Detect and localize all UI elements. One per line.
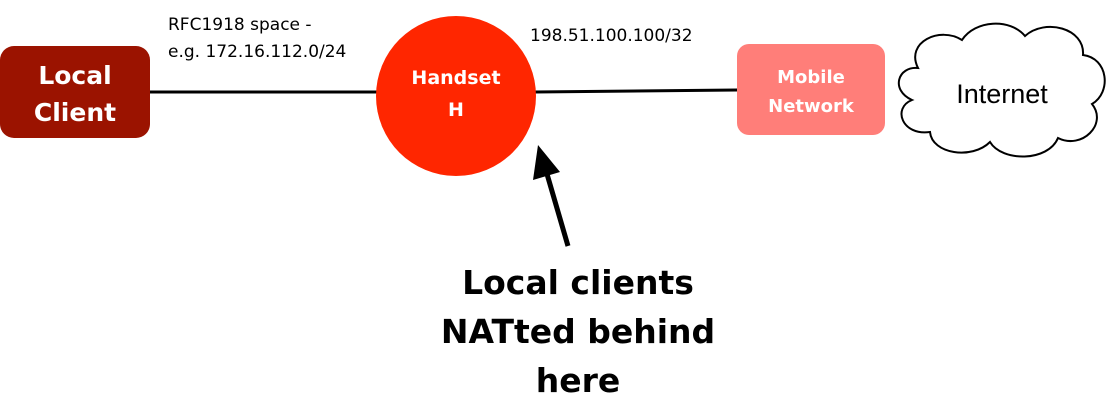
- internet-node: Internet: [897, 22, 1106, 158]
- handset-node: Handset H: [376, 16, 536, 176]
- local-client-node: Local Client: [0, 46, 150, 138]
- rfc-annotation-line2: e.g. 172.16.112.0/24: [168, 42, 346, 62]
- rfc-annotation-line1: RFC1918 space -: [168, 15, 312, 35]
- mobile-network-label-line2: Network: [768, 96, 855, 117]
- local-client-label-line2: Client: [34, 98, 116, 127]
- handset-circle: [376, 16, 536, 176]
- internet-label: Internet: [956, 79, 1048, 109]
- up-arrow-icon: [533, 145, 571, 247]
- mobile-network-label-line1: Mobile: [777, 67, 845, 88]
- callout-line1: Local clients: [462, 263, 694, 302]
- cloud-icon: [897, 22, 1106, 158]
- callout-line3: here: [536, 361, 621, 400]
- mobile-network-node: Mobile Network: [737, 44, 885, 135]
- handset-label-line1: Handset: [411, 67, 500, 89]
- mobile-network-box: [737, 44, 885, 135]
- public-ip-annotation: 198.51.100.100/32: [530, 26, 693, 46]
- callout-line2: NATted behind: [441, 312, 715, 351]
- link-handset-mobile: [534, 88, 738, 94]
- local-client-label-line1: Local: [38, 61, 111, 90]
- local-client-box: [0, 46, 150, 138]
- handset-label-line2: H: [448, 99, 464, 121]
